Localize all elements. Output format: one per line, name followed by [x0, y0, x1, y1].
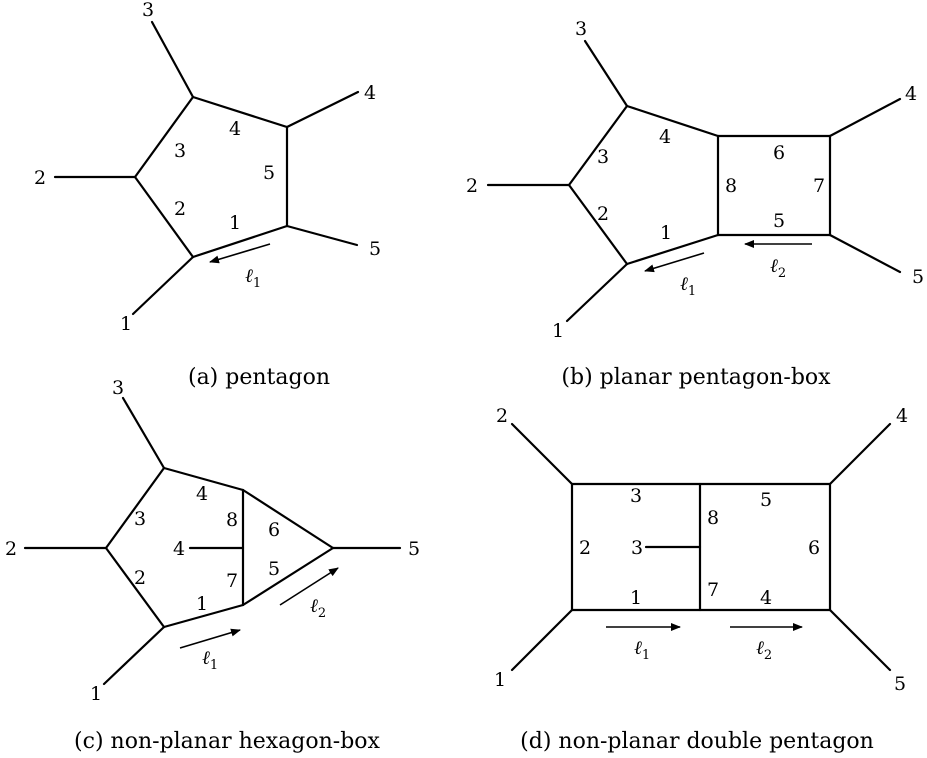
ext-label-3: 3 — [631, 537, 643, 559]
ext-label-2: 2 — [466, 175, 478, 197]
external-leg-labels: 1 2 3 4 5 — [494, 405, 908, 695]
prop-label-5: 5 — [773, 210, 785, 232]
prop-label-8: 8 — [707, 507, 719, 529]
prop-label-2: 2 — [174, 198, 186, 220]
prop-label-3: 3 — [134, 508, 146, 530]
prop-label-1: 1 — [196, 593, 208, 615]
prop-label-3: 3 — [597, 146, 609, 168]
prop-label-4: 4 — [659, 126, 671, 148]
panel-a-pentagon: 1 2 3 4 5 1 2 3 4 5 ℓ1 (a) pentagon — [34, 0, 381, 390]
propagator-labels: 1 2 3 4 5 — [174, 118, 275, 234]
prop-label-2: 2 — [134, 567, 146, 589]
prop-label-6: 6 — [268, 519, 280, 541]
pentagon-box-edges — [567, 104, 832, 266]
momentum-arrow-l2 — [279, 567, 339, 606]
ext-label-4: 4 — [905, 83, 917, 105]
momentum-arrow-l1 — [179, 628, 241, 649]
double-pentagon-edges — [570, 482, 832, 612]
propagator-labels: 1 2 3 4 5 6 7 8 — [134, 483, 280, 615]
prop-label-1: 1 — [630, 587, 642, 609]
ext-label-1: 1 — [494, 669, 506, 691]
prop-label-1: 1 — [229, 212, 241, 234]
momentum-arrow-l1 — [209, 243, 271, 264]
ext-label-1: 1 — [90, 683, 102, 705]
caption-d: (d) non-planar double pentagon — [520, 729, 874, 754]
panel-d-non-planar-double-pentagon: 1 2 3 4 5 1 2 3 4 5 6 7 8 ℓ1 ℓ2 (d) non-… — [494, 405, 908, 754]
momentum-label-l1: ℓ1 — [202, 647, 218, 673]
momentum-arrow-l1 — [644, 252, 705, 273]
ext-label-3: 3 — [575, 18, 587, 40]
prop-label-4: 4 — [196, 483, 208, 505]
momentum-label-l2: ℓ2 — [770, 255, 786, 281]
ext-label-1: 1 — [120, 313, 132, 335]
external-leg-labels: 1 2 3 4 5 — [34, 0, 381, 335]
external-leg-labels: 1 2 3 4 5 — [5, 377, 420, 705]
ext-label-5: 5 — [408, 538, 420, 560]
ext-label-5: 5 — [912, 266, 924, 288]
ext-label-4: 4 — [173, 538, 185, 560]
ext-label-5: 5 — [894, 673, 906, 695]
ext-label-4: 4 — [896, 405, 908, 427]
prop-label-4: 4 — [760, 587, 772, 609]
caption-b: (b) planar pentagon-box — [561, 365, 831, 390]
momentum-label-l1: ℓ1 — [245, 265, 261, 291]
propagator-labels: 1 2 3 4 5 6 7 8 — [597, 126, 825, 244]
external-legs — [53, 20, 360, 316]
prop-label-7: 7 — [707, 579, 719, 601]
prop-label-5: 5 — [268, 558, 280, 580]
caption-a: (a) pentagon — [188, 365, 330, 390]
panel-b-planar-pentagon-box: 1 2 3 4 5 1 2 3 4 5 6 7 8 ℓ1 ℓ2 (b) plan… — [466, 18, 924, 390]
prop-label-3: 3 — [174, 140, 186, 162]
prop-label-7: 7 — [813, 175, 825, 197]
panel-c-non-planar-hexagon-box: 1 2 3 4 5 1 2 3 4 5 6 7 8 ℓ1 ℓ2 (c) non-… — [5, 377, 420, 754]
prop-label-8: 8 — [226, 509, 238, 531]
ext-label-4: 4 — [364, 82, 376, 104]
prop-label-6: 6 — [773, 142, 785, 164]
prop-label-4: 4 — [229, 118, 241, 140]
caption-c: (c) non-planar hexagon-box — [74, 729, 380, 754]
external-legs — [23, 396, 402, 686]
ext-label-5: 5 — [369, 238, 381, 260]
prop-label-3: 3 — [630, 485, 642, 507]
prop-label-7: 7 — [226, 570, 238, 592]
ext-label-2: 2 — [34, 167, 46, 189]
ext-label-1: 1 — [552, 320, 564, 342]
hexagon-box-edges — [104, 466, 335, 629]
ext-label-3: 3 — [112, 377, 124, 399]
prop-label-8: 8 — [725, 175, 737, 197]
momentum-label-l2: ℓ2 — [310, 595, 326, 621]
external-legs — [486, 39, 902, 323]
prop-label-2: 2 — [579, 537, 591, 559]
momentum-label-l1: ℓ1 — [680, 273, 696, 299]
prop-label-2: 2 — [597, 203, 609, 225]
momentum-label-l2: ℓ2 — [756, 637, 772, 663]
prop-label-1: 1 — [660, 222, 672, 244]
propagator-labels: 1 2 3 4 5 6 7 8 — [579, 485, 820, 609]
prop-label-5: 5 — [263, 162, 275, 184]
pentagon-edges — [133, 95, 289, 259]
prop-label-6: 6 — [808, 537, 820, 559]
external-leg-labels: 1 2 3 4 5 — [466, 18, 924, 342]
momentum-label-l1: ℓ1 — [634, 637, 650, 663]
ext-label-2: 2 — [5, 538, 17, 560]
ext-label-2: 2 — [496, 405, 508, 427]
external-legs — [510, 422, 892, 672]
ext-label-3: 3 — [142, 0, 154, 21]
prop-label-5: 5 — [760, 489, 772, 511]
